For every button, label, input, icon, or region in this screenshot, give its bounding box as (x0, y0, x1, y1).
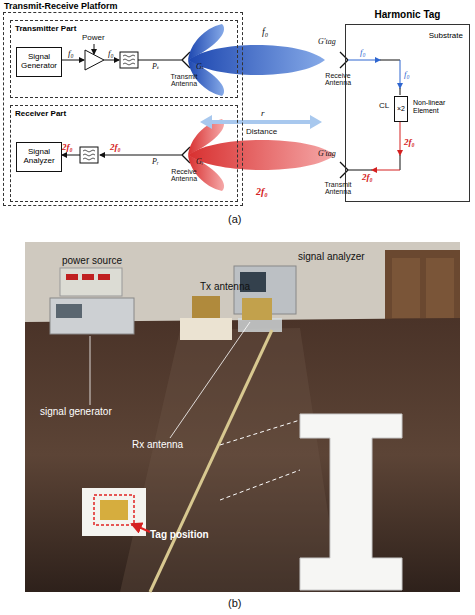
frequency-label: f₀ (262, 27, 268, 38)
signal-wire (62, 155, 80, 156)
filter-wave (123, 55, 135, 65)
group-heading: Transmit-Receive Platform (4, 1, 118, 11)
frequency-label: f₀ (360, 48, 366, 57)
element-name: Non-linear Element (413, 99, 465, 114)
power-wire (94, 44, 95, 54)
group-heading: Transmitter Part (15, 24, 76, 33)
frequency-label: 2f₀ (256, 187, 268, 198)
photo-callout: Tag position (150, 530, 209, 541)
transmitter-box: Transmitter PartSignal Generator (10, 20, 238, 98)
antenna-name: Receive Antenna (160, 168, 208, 183)
photo-callout: signal analyzer (298, 252, 365, 263)
element-mark: ×2 (395, 105, 407, 112)
rx-beam (188, 119, 335, 191)
photo-callout: Rx antenna (132, 440, 183, 451)
group-heading: Harmonic Tag (346, 9, 469, 20)
signal-wire (400, 121, 401, 155)
gain-symbol: Gₜ (196, 63, 204, 71)
frequency-label: f₀ (68, 49, 74, 58)
frequency-label: f₀ (108, 49, 114, 58)
antenna-symbol (340, 52, 348, 68)
group-heading: Receiver Part (15, 109, 66, 118)
signal-wire (372, 170, 400, 171)
device-box: Signal Analyzer (16, 142, 62, 172)
setup-photo (25, 242, 460, 592)
photo-callout: power source (62, 256, 122, 267)
gain-symbol: G′tag (318, 38, 336, 46)
filter-wave (83, 150, 95, 160)
antenna-name: Transmit Antenna (318, 181, 358, 196)
frequency-label: 2f₀ (110, 143, 121, 152)
signal-wire (380, 60, 400, 61)
nonlinear-element: ×2Non-linear Element (394, 96, 408, 122)
signal-wire (400, 60, 401, 88)
distance-name: Distance (246, 128, 277, 136)
subfigure-caption: (b) (228, 598, 241, 610)
antenna-name: Receive Antenna (318, 72, 358, 87)
frequency-label: f₀ (404, 70, 410, 79)
device-name: Signal Generator (17, 53, 61, 71)
gain-symbol: Gᵣ (196, 158, 204, 166)
power-symbol: Pᵣ (152, 158, 159, 166)
device-box: Signal Generator (16, 47, 62, 77)
platform-box: Transmit-Receive PlatformTransmitter Par… (3, 12, 243, 206)
signal-wire (138, 60, 182, 61)
gain-symbol: G′tag (318, 150, 336, 158)
antenna-symbol (340, 162, 348, 178)
signal-wire (400, 88, 401, 95)
photo-callout: Tx antenna (200, 282, 250, 293)
photo-callout: signal generator (40, 407, 112, 418)
frequency-label: 2f₀ (404, 138, 415, 147)
substrate-label: Substrate (429, 31, 463, 40)
signal-wire (60, 60, 84, 61)
subfigure-caption: (a) (228, 214, 241, 226)
power-symbol: Pₜ (152, 63, 159, 71)
signal-wire (400, 155, 401, 170)
signal-wire (348, 60, 380, 61)
receiver-box: Receiver PartSignal Analyzer (10, 105, 238, 202)
device-name: Signal Analyzer (17, 148, 61, 166)
filter-symbol (80, 147, 98, 163)
signal-wire (348, 170, 372, 171)
tx-beam (188, 24, 325, 96)
frequency-label: 2f₀ (362, 173, 373, 182)
antenna-name: Transmit Antenna (160, 73, 208, 88)
filter-symbol (120, 52, 138, 68)
frequency-label: 2f₀ (62, 143, 73, 152)
signal-name: Power (82, 34, 105, 42)
signal-wire (104, 60, 119, 61)
distance-symbol: r (261, 109, 265, 118)
capacitor-name: CL (379, 102, 389, 110)
signal-wire (100, 155, 182, 156)
